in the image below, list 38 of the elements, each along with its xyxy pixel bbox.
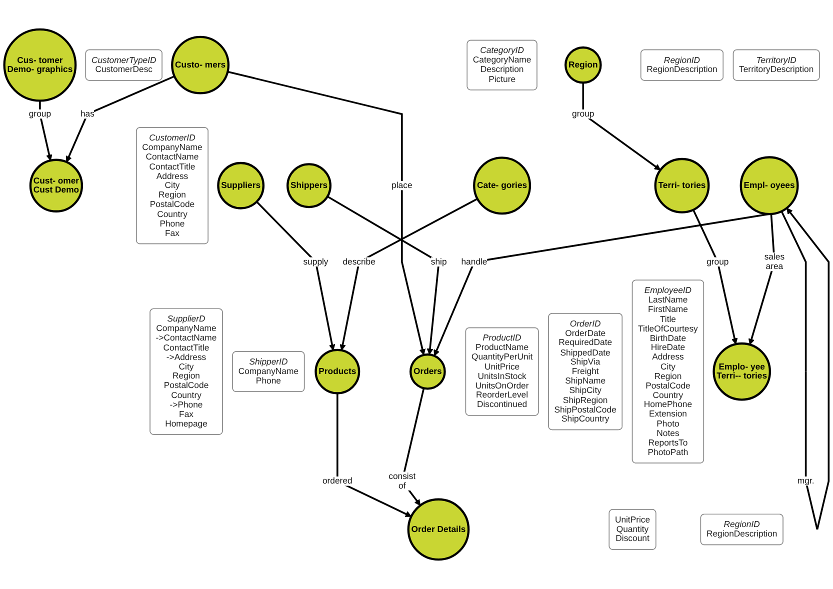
edge-label: consist of xyxy=(388,470,416,491)
arrow xyxy=(256,201,336,351)
node-circle: Terri- tories xyxy=(654,158,710,214)
arrow xyxy=(66,75,175,162)
arrow xyxy=(582,82,661,170)
node-circle: Cate- gories xyxy=(473,156,532,215)
edge-label: group xyxy=(28,108,52,119)
node-circle: Cust- omer Cust Demo xyxy=(29,158,84,212)
arrow xyxy=(227,70,426,356)
arrow xyxy=(434,213,770,356)
node-circle: Cus- tomer Demo- graphics xyxy=(3,28,77,102)
arrow xyxy=(336,393,412,517)
node-circle: Products xyxy=(314,348,360,394)
arrow xyxy=(780,208,830,530)
node-circle: Emplo- yee Terri-- tories xyxy=(712,342,772,401)
edge-label: mgr. xyxy=(797,476,814,486)
arrow xyxy=(340,198,478,351)
arrow xyxy=(692,209,738,344)
edge-label: ordered xyxy=(322,476,352,486)
arrow xyxy=(39,100,52,161)
node-circle: Region xyxy=(564,46,602,84)
edge-label: place xyxy=(392,180,412,190)
arrow xyxy=(327,196,440,355)
edge-label: group xyxy=(706,256,729,267)
node-circle: Order Details xyxy=(407,498,470,561)
node-circle: Empl- oyees xyxy=(740,156,799,216)
node-circle: Suppliers xyxy=(217,162,265,210)
edge-label: handle xyxy=(461,256,488,267)
edge-label: group xyxy=(572,108,594,119)
node-circle: Custo- mers xyxy=(171,36,230,94)
edge-label: sales area xyxy=(764,252,785,272)
node-circle: Orders xyxy=(410,353,446,390)
edge-label: has xyxy=(80,108,94,119)
edge-label: supply xyxy=(303,256,328,267)
node-circle: Shippers xyxy=(286,163,332,208)
edge-label: describe xyxy=(342,256,376,267)
edge-label: ship xyxy=(430,256,447,267)
arrow xyxy=(748,214,776,345)
